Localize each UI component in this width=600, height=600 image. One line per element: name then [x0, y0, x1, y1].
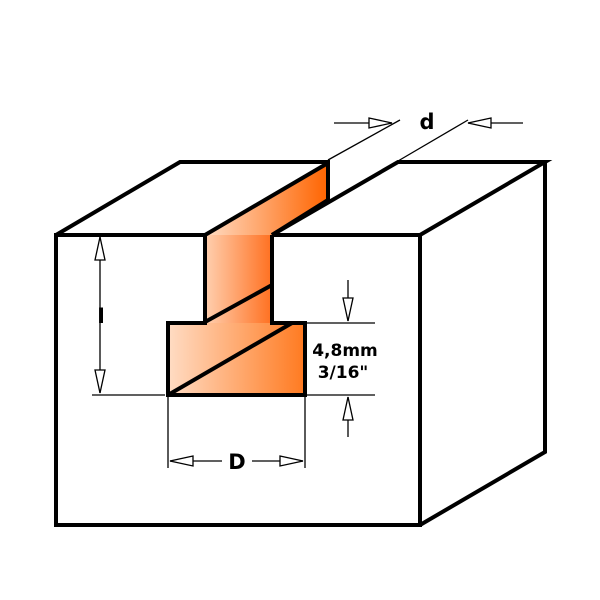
d-extension-left — [327, 119, 401, 161]
slot-back-edge — [203, 161, 330, 237]
D-arrow-right — [279, 455, 304, 467]
h-arrow-top-head — [342, 297, 354, 322]
block-right-face — [418, 162, 547, 527]
label-height-mm: 4,8mm — [312, 341, 378, 361]
D-arrow-left — [169, 455, 194, 467]
I-arrow-bottom — [94, 369, 106, 394]
block-outline — [54, 160, 553, 527]
block-top-right — [270, 160, 553, 237]
slot-base-diagonal — [166, 321, 294, 397]
slot-neck-diagonal — [204, 283, 273, 324]
label-I: I — [97, 304, 105, 328]
d-extension-right — [397, 119, 469, 162]
d-arrow-right-head — [467, 117, 492, 129]
slot-outline — [166, 235, 307, 397]
dimension-lines — [92, 117, 523, 468]
h-arrow-bottom-head — [342, 396, 354, 421]
I-arrow-top — [94, 236, 106, 261]
label-height-in: 3/16" — [318, 363, 369, 383]
label-D: D — [228, 450, 245, 474]
slot-neck-face — [205, 235, 272, 323]
label-d: d — [419, 110, 434, 134]
d-arrow-left-head — [368, 117, 393, 129]
block-front-left — [54, 233, 422, 527]
